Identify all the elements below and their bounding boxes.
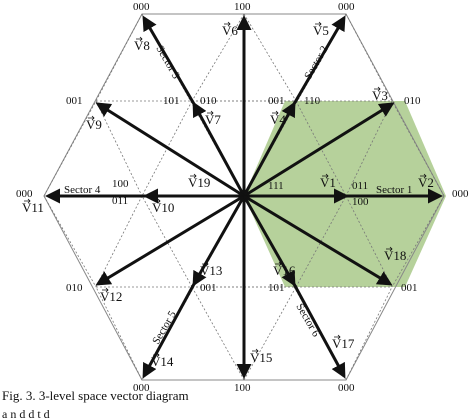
arrow-v8 — [142, 15, 196, 105]
label-v5: V5 — [313, 23, 329, 38]
vector-arrows — [45, 15, 443, 379]
label-v11: V11 — [22, 200, 44, 215]
arrow-v7 — [192, 101, 246, 197]
label-v19: V19 — [188, 175, 210, 190]
arrow-v9 — [95, 102, 245, 198]
state-mid-upper-right-left: 001 — [268, 95, 285, 107]
state-outer-top-right: 000 — [338, 1, 355, 13]
state-mid-lower-right-mid: 101 — [268, 282, 285, 294]
state-outer-top-middle: 100 — [234, 1, 251, 13]
label-v17: V17 — [332, 336, 355, 351]
arrow-v18 — [243, 194, 393, 286]
state-outer-bottom-right: 000 — [338, 382, 355, 394]
vector-labels: V1 V2 V3 V4 V5 V6 V7 V8 V9 V10 V11 V12 V… — [22, 23, 434, 369]
label-v10: V10 — [152, 200, 174, 215]
sector-1-label: Sector 1 — [376, 184, 412, 196]
label-v4: V4 — [270, 112, 286, 127]
label-v9: V9 — [86, 117, 102, 132]
state-outer-bottom-middle: 100 — [234, 382, 251, 394]
state-inner-right-top: 111 — [268, 180, 284, 192]
state-inner-left-top: 100 — [112, 178, 129, 190]
arrow-v4 — [242, 101, 296, 197]
arrow-v5 — [292, 15, 346, 105]
label-v13: V13 — [200, 263, 222, 278]
label-v15: V15 — [250, 350, 272, 365]
label-v6: V6 — [222, 23, 238, 38]
state-mid-upper-left-right: 010 — [200, 95, 217, 107]
state-outer-left: 000 — [16, 188, 33, 200]
arrow-v12 — [95, 194, 245, 286]
vector-label-arrow-accents — [24, 21, 427, 358]
label-v7: V7 — [205, 112, 221, 127]
label-v16: V16 — [273, 263, 296, 278]
state-outer-right-upper: 010 — [404, 95, 421, 107]
label-v2: V2 — [418, 175, 434, 190]
label-v8: V8 — [134, 38, 150, 53]
sector-6-label: Sector 6 — [293, 302, 322, 340]
state-mid-left-upper: 001 — [66, 95, 83, 107]
label-v14: V14 — [151, 354, 174, 369]
figure-caption: Fig. 3. 3-level space vector diagram — [2, 388, 189, 403]
state-outer-bottom-left: 000 — [133, 382, 150, 394]
label-v12: V12 — [100, 289, 122, 304]
state-inner-right-bottom: 100 — [352, 196, 369, 208]
state-mid-left-upper-right: 101 — [163, 95, 180, 107]
label-v3: V3 — [372, 88, 388, 103]
label-v1: V1 — [320, 175, 336, 190]
state-mid-lower-left-mid: 001 — [200, 282, 217, 294]
state-inner-right-mid: 011 — [352, 180, 368, 192]
arrow-v17 — [292, 283, 346, 379]
state-mid-left-lower: 010 — [66, 282, 83, 294]
label-v18: V18 — [384, 248, 406, 263]
sector-3-label: Sector 3 — [153, 44, 182, 82]
state-mid-upper-right-right: 110 — [304, 95, 321, 107]
arrow-v16 — [242, 195, 296, 287]
state-inner-left-bottom: 011 — [112, 195, 128, 207]
state-outer-top-left: 000 — [133, 1, 150, 13]
arrow-v13 — [192, 195, 246, 287]
cut-off-text-line: a n d d t d — [2, 407, 50, 420]
arrow-v14 — [142, 283, 196, 379]
sector-4-label: Sector 4 — [64, 184, 101, 196]
sector-2-label: Sector 2 — [302, 44, 331, 81]
state-outer-right: 000 — [452, 188, 469, 200]
arrow-v3 — [243, 102, 395, 198]
state-outer-right-lower: 001 — [401, 282, 418, 294]
switching-state-labels: 000 100 000 001 101 010 001 110 010 000 … — [16, 1, 469, 394]
